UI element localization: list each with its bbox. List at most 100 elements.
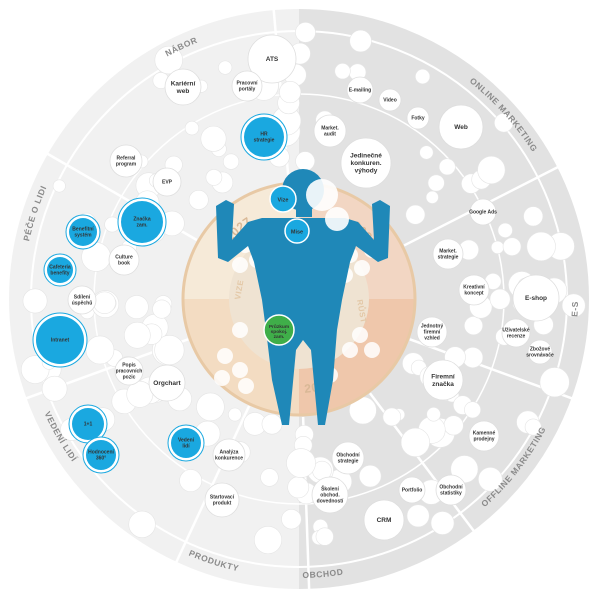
small-topic-bubble[interactable] <box>286 448 316 478</box>
bubble-google-ads[interactable]: Google Ads <box>469 198 497 226</box>
inner-topic-bubble[interactable] <box>238 378 254 394</box>
small-topic-bubble[interactable] <box>128 510 156 538</box>
small-topic-bubble[interactable] <box>400 427 430 457</box>
small-topic-bubble[interactable] <box>430 511 455 535</box>
small-topic-bubble[interactable] <box>93 291 116 314</box>
bubble-evp[interactable]: EVP <box>152 167 182 197</box>
bubble-e-mailing[interactable]: E-mailing <box>346 76 374 104</box>
small-topic-bubble[interactable] <box>228 407 242 422</box>
inner-topic-bubble[interactable] <box>342 342 358 358</box>
small-topic-bubble[interactable] <box>295 151 316 172</box>
small-topic-bubble[interactable] <box>478 467 503 492</box>
small-topic-bubble[interactable] <box>539 367 570 398</box>
small-topic-bubble[interactable] <box>41 375 68 402</box>
small-topic-bubble[interactable] <box>22 288 48 314</box>
small-topic-bubble[interactable] <box>104 216 121 233</box>
small-topic-bubble[interactable] <box>281 508 302 530</box>
small-topic-bubble[interactable] <box>334 63 351 80</box>
small-topic-bubble[interactable] <box>523 206 544 227</box>
small-topic-bubble[interactable] <box>218 60 233 75</box>
small-topic-bubble[interactable] <box>196 392 225 422</box>
small-topic-bubble[interactable] <box>179 469 203 493</box>
small-topic-bubble[interactable] <box>464 401 482 419</box>
small-topic-bubble[interactable] <box>561 293 586 318</box>
small-topic-bubble[interactable] <box>443 415 464 436</box>
small-topic-bubble[interactable] <box>426 407 441 422</box>
bubble-video[interactable]: Video <box>378 88 402 112</box>
small-topic-bubble[interactable] <box>184 120 200 136</box>
small-topic-bubble[interactable] <box>253 525 283 555</box>
bubble-e-shop[interactable]: E-shop <box>512 274 560 322</box>
small-topic-bubble[interactable] <box>295 22 316 43</box>
small-topic-bubble[interactable] <box>464 316 484 336</box>
small-topic-bubble[interactable] <box>438 158 456 176</box>
small-topic-bubble[interactable] <box>406 504 430 528</box>
mise-badge[interactable] <box>284 218 310 244</box>
small-topic-bubble[interactable] <box>188 190 209 210</box>
inner-topic-bubble[interactable] <box>364 342 380 358</box>
small-topic-bubble[interactable] <box>315 527 334 546</box>
small-topic-bubble[interactable] <box>279 81 302 104</box>
inner-topic-bubble[interactable] <box>354 260 370 276</box>
bubble-fotky[interactable]: Fotky <box>406 106 430 130</box>
bubble-web[interactable]: Web <box>438 104 484 150</box>
bubble-market-audit[interactable]: Market.audit <box>313 114 347 148</box>
small-topic-bubble[interactable] <box>489 288 511 310</box>
vize-badge[interactable] <box>269 185 297 213</box>
small-topic-bubble[interactable] <box>405 204 426 225</box>
small-topic-bubble[interactable] <box>205 169 223 186</box>
small-topic-bubble[interactable] <box>154 45 183 75</box>
small-topic-bubble[interactable] <box>349 29 372 53</box>
bubble-market-strategie[interactable]: Market.strategie <box>432 238 464 270</box>
small-topic-bubble[interactable] <box>490 240 505 254</box>
inner-topic-bubble[interactable] <box>214 370 230 386</box>
inner-topic-bubble[interactable] <box>232 257 248 273</box>
small-topic-bubble[interactable] <box>524 418 542 436</box>
bubble-intranet[interactable]: Intranet <box>32 312 88 368</box>
inner-topic-bubble[interactable] <box>217 348 233 364</box>
bubble-crm[interactable]: CRM <box>363 499 405 541</box>
small-topic-bubble[interactable] <box>260 468 279 487</box>
small-topic-bubble[interactable] <box>382 407 402 427</box>
small-topic-bubble[interactable] <box>502 237 522 256</box>
small-topic-bubble[interactable] <box>415 68 431 85</box>
small-topic-bubble[interactable] <box>200 125 227 152</box>
small-topic-bubble[interactable] <box>261 413 283 435</box>
satisfaction-survey-badge[interactable] <box>263 314 295 346</box>
small-topic-bubble[interactable] <box>287 476 310 499</box>
small-topic-bubble[interactable] <box>222 153 240 170</box>
small-topic-bubble[interactable] <box>526 231 556 262</box>
small-topic-bubble[interactable] <box>477 155 506 185</box>
bubble-portfolio[interactable]: Portfolio <box>398 476 426 504</box>
bubble-ats[interactable]: ATS <box>247 34 297 84</box>
inner-topic-bubble[interactable] <box>352 327 368 343</box>
small-topic-bubble[interactable] <box>425 190 439 204</box>
small-topic-bubble[interactable] <box>124 295 149 320</box>
small-topic-bubble[interactable] <box>358 464 382 488</box>
inner-topic-bubble[interactable] <box>232 362 248 378</box>
values-badge[interactable] <box>306 179 338 211</box>
small-topic-bubble[interactable] <box>494 112 514 133</box>
